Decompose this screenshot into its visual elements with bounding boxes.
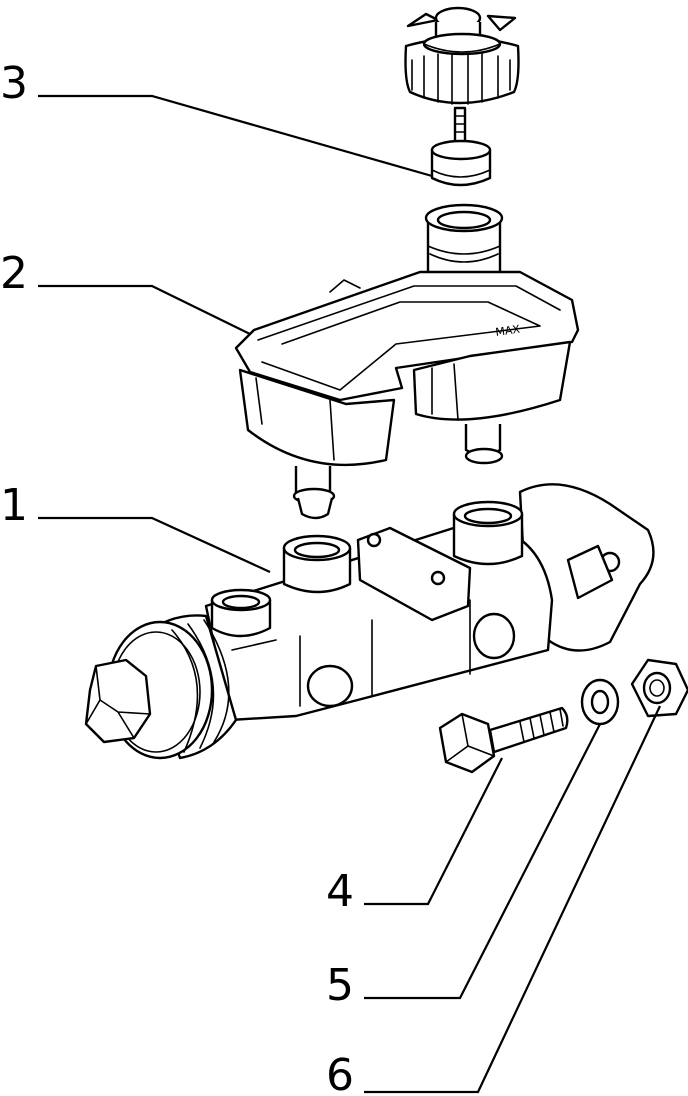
callout-6: 6 [326, 1050, 354, 1096]
leader-line-2 [38, 284, 251, 335]
reservoir-cap [404, 6, 520, 148]
leader-line-5 [364, 723, 601, 1000]
leader-line-1 [38, 516, 271, 574]
leader-line-3 [38, 94, 433, 178]
callout-5: 5 [326, 960, 354, 1011]
bolt [438, 706, 569, 774]
brake-fluid-reservoir: MAX [234, 203, 580, 520]
callout-2: 2 [0, 248, 28, 299]
nut [630, 658, 688, 718]
callout-3: 3 [0, 58, 28, 109]
washer [580, 678, 620, 726]
max-marking: MAX [495, 323, 522, 339]
leader-line-6 [364, 705, 661, 1094]
leader-line-4 [364, 757, 503, 906]
brake-master-cylinder [84, 483, 655, 760]
callout-1: 1 [0, 480, 28, 531]
callout-4: 4 [326, 866, 354, 917]
float-seal [430, 139, 492, 187]
